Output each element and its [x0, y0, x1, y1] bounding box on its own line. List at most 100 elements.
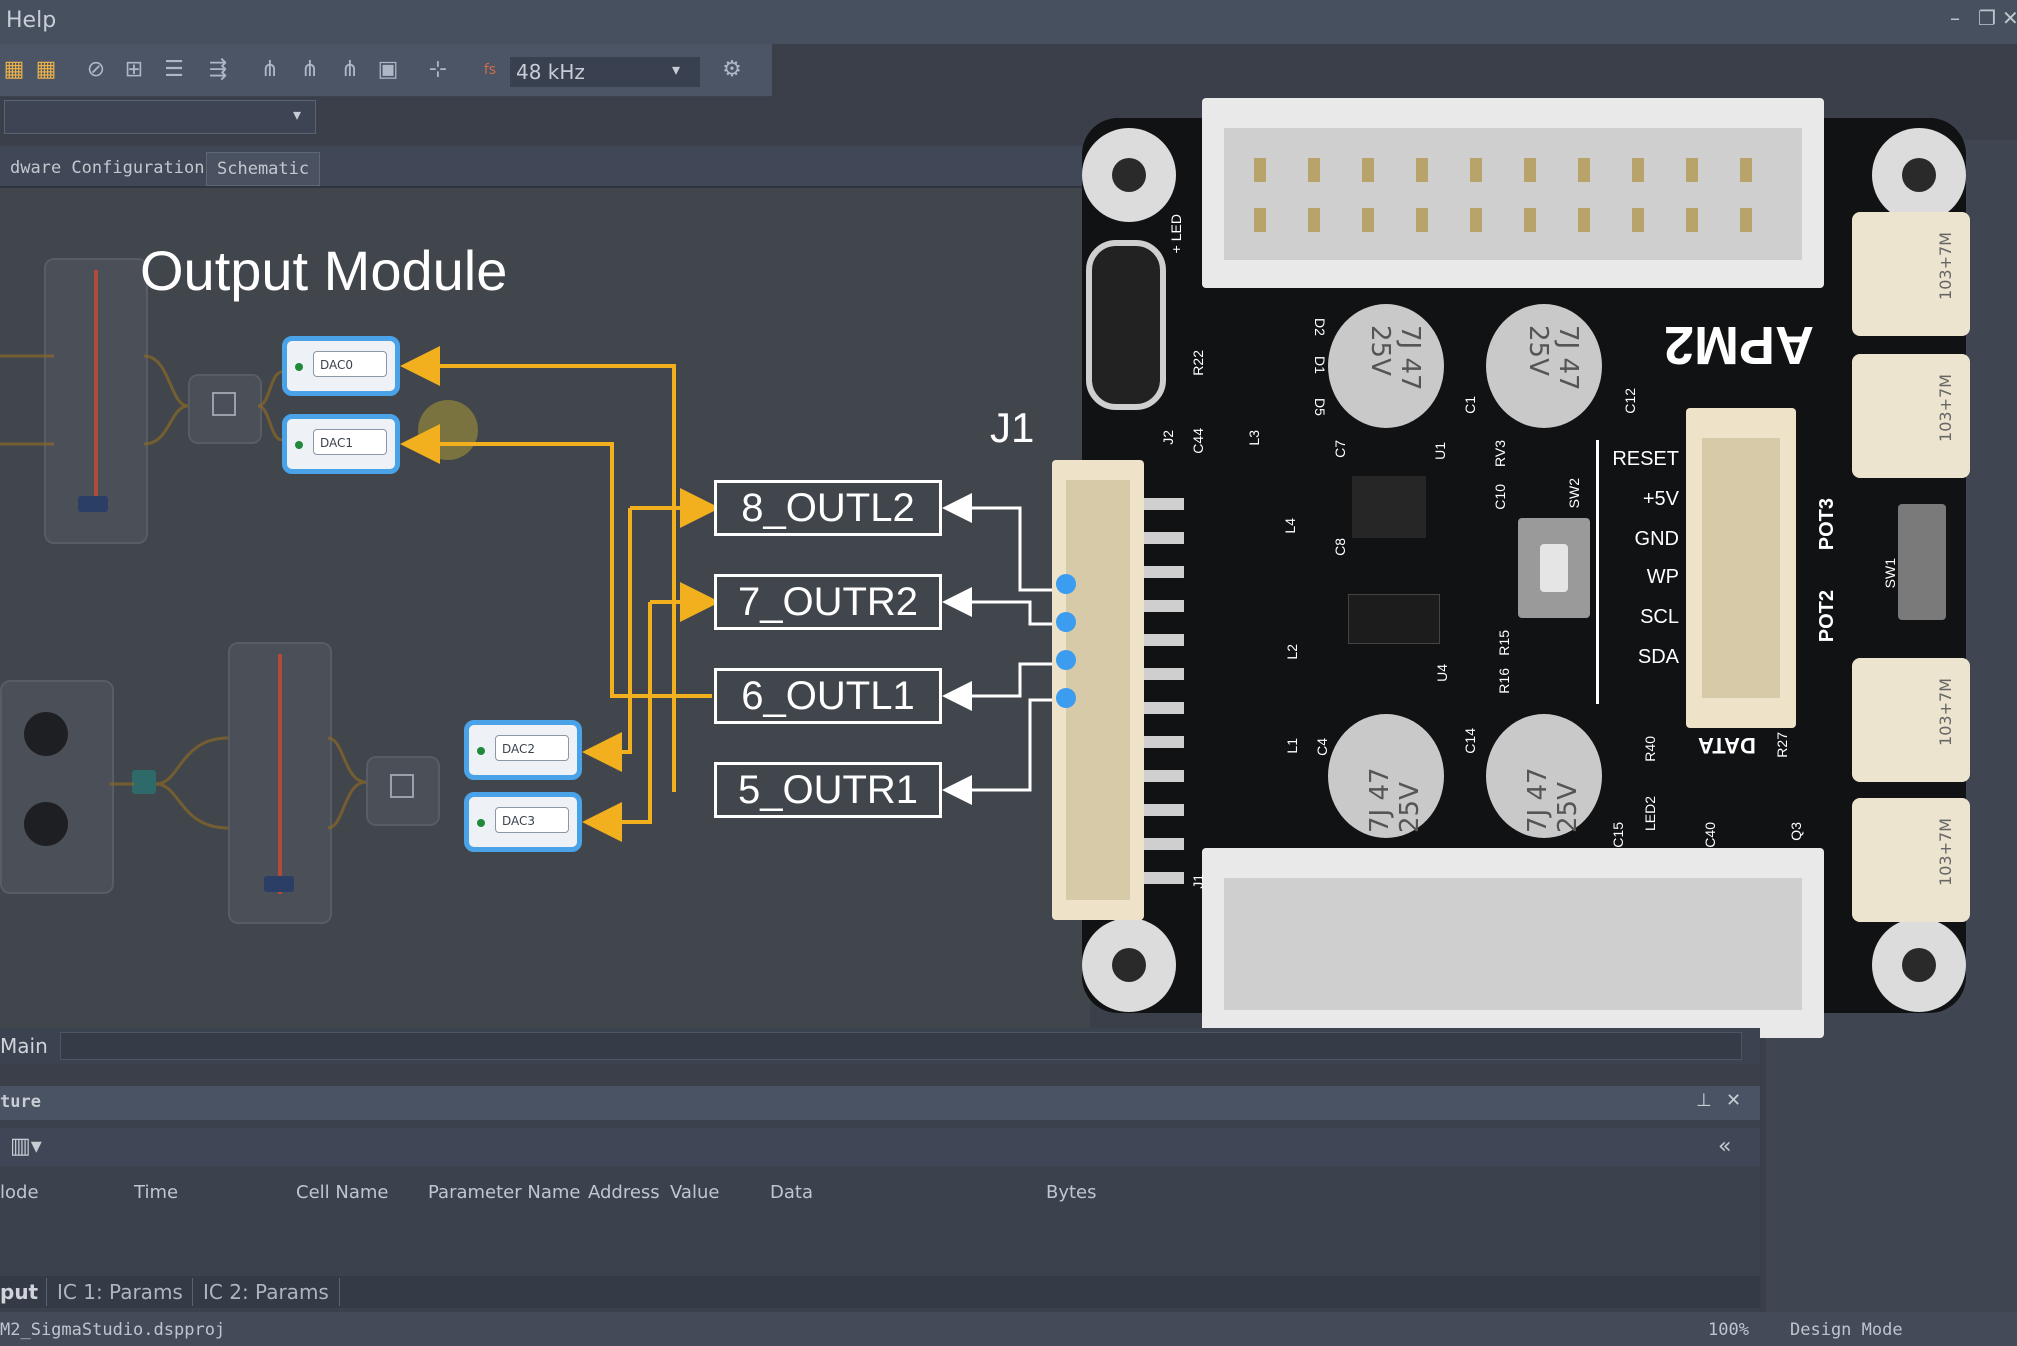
chevron-down-icon: ▾	[293, 105, 302, 124]
link-icon[interactable]: ⊘	[86, 57, 106, 82]
dac1-block[interactable]: DAC1	[282, 414, 400, 474]
main-tab-strip: Main	[0, 1028, 1760, 1064]
grid-icon[interactable]: ▦	[3, 57, 25, 82]
bottom-header-connector	[1202, 848, 1824, 1038]
volume-slider-module[interactable]	[228, 642, 332, 924]
knob-icon[interactable]	[24, 712, 68, 756]
link-compile-icon[interactable]: ⋔	[260, 57, 280, 82]
column-header-data[interactable]: Data	[770, 1182, 813, 1203]
potentiometer: 103+7M	[1852, 798, 1970, 922]
pot2-label: POT2	[1816, 590, 1838, 643]
document-tabs: dware Configuration Schematic	[0, 146, 1100, 188]
dac3-block[interactable]: DAC3	[464, 792, 582, 852]
column-header-time[interactable]: Time	[134, 1182, 179, 1203]
ic-select[interactable]: ▾	[4, 100, 316, 134]
upload-icon[interactable]: ⋔	[340, 57, 360, 82]
potentiometer: 103+7M	[1852, 354, 1970, 478]
stack-icon[interactable]: ☰	[164, 57, 184, 82]
compile-icon[interactable]: ⇶	[208, 57, 228, 82]
sample-rate-select[interactable]: 48 kHz	[510, 57, 700, 87]
sample-rate-value: 48 kHz	[516, 60, 585, 84]
pin-dot	[1056, 688, 1076, 708]
column-header-parameter-name[interactable]: Parameter Name	[428, 1182, 581, 1203]
splitter-block[interactable]	[132, 770, 156, 794]
layout-icon[interactable]: ⊞	[124, 57, 144, 82]
chevron-down-icon[interactable]: ▾	[672, 60, 681, 79]
volume-slider-module[interactable]	[44, 258, 148, 544]
slider-thumb[interactable]	[78, 496, 108, 512]
columns-icon[interactable]: ▥▾	[10, 1134, 42, 1159]
minimize-icon[interactable]: –	[1950, 6, 1960, 30]
download-icon[interactable]: ⋔	[300, 57, 320, 82]
potentiometer: 103+7M	[1852, 658, 1970, 782]
settings-icon[interactable]: ⚙	[722, 57, 742, 82]
apm2-board: + LED APM2 7J 47 25V 7J 47 25V 7J 47 25V…	[1052, 98, 1970, 1038]
page-title: Output Module	[140, 239, 508, 302]
mounting-hole	[1082, 918, 1176, 1012]
horizontal-scrollbar[interactable]	[60, 1032, 1742, 1060]
data-label: DATA	[1698, 733, 1756, 758]
pot3-label: POT3	[1816, 498, 1838, 551]
knob-module[interactable]	[0, 680, 114, 894]
status-file: M2_SigmaStudio.dspproj	[0, 1320, 226, 1340]
tab-output[interactable]: put	[0, 1280, 39, 1304]
top-header-connector	[1202, 98, 1824, 288]
knob-icon[interactable]	[24, 802, 68, 846]
mute-block[interactable]	[188, 374, 262, 444]
dac3-select[interactable]: DAC3	[495, 807, 569, 833]
tab-ic1-params[interactable]: IC 1: Params	[46, 1278, 193, 1306]
capture-panel-header: ture ⊥ ✕	[0, 1086, 1760, 1120]
pin-dot	[1056, 612, 1076, 632]
input-pin[interactable]	[477, 819, 485, 827]
tab-main[interactable]: Main	[0, 1034, 48, 1058]
column-header-cell-name[interactable]: Cell Name	[296, 1182, 389, 1203]
input-pin[interactable]	[477, 747, 485, 755]
hierarchy-icon[interactable]: ⊹	[428, 57, 448, 82]
input-pin[interactable]	[295, 441, 303, 449]
close-icon[interactable]: ✕	[2002, 6, 2017, 30]
tab-hardware-configuration[interactable]: dware Configuration	[10, 158, 205, 178]
output-label-8-outl2[interactable]: 8_OUTL2	[714, 480, 942, 536]
save-icon[interactable]: ▣	[377, 57, 399, 82]
pin-label-5v: +5V	[1642, 488, 1679, 510]
pin-dot	[1056, 574, 1076, 594]
status-bar: M2_SigmaStudio.dspproj 100% Design Mode	[0, 1312, 2017, 1346]
slider-thumb[interactable]	[264, 876, 294, 892]
dac2-block[interactable]: DAC2	[464, 720, 582, 780]
output-label-5-outr1[interactable]: 5_OUTR1	[714, 762, 942, 818]
tab-ic2-params[interactable]: IC 2: Params	[192, 1278, 340, 1306]
ic-chip	[1348, 594, 1440, 644]
mute-icon	[390, 774, 414, 798]
capacitor: 7J 47 25V	[1328, 304, 1444, 428]
output-wires	[400, 346, 1100, 842]
mute-icon	[212, 392, 236, 416]
dac2-select[interactable]: DAC2	[495, 735, 569, 761]
board-name: APM2	[1664, 315, 1815, 375]
input-pin[interactable]	[295, 363, 303, 371]
column-header-value[interactable]: Value	[670, 1182, 720, 1203]
column-header-address[interactable]: Address	[588, 1182, 660, 1203]
column-header-mode[interactable]: lode	[0, 1182, 39, 1203]
tab-schematic[interactable]: Schematic	[206, 152, 321, 186]
grid-select-icon[interactable]: ▦	[35, 57, 57, 82]
output-label-6-outl1[interactable]: 6_OUTL1	[714, 668, 942, 724]
dac1-select[interactable]: DAC1	[313, 429, 387, 455]
dac0-select[interactable]: DAC0	[313, 351, 387, 377]
column-header-bytes[interactable]: Bytes	[1046, 1182, 1097, 1203]
pin-icon[interactable]: ⊥	[1696, 1090, 1712, 1111]
capture-toolbar: ▥▾ «	[0, 1128, 1760, 1166]
dac0-block[interactable]: DAC0	[282, 336, 400, 396]
capacitor: 7J 47 25V	[1486, 304, 1602, 428]
mute-block[interactable]	[366, 756, 440, 826]
fs-icon: fs	[483, 62, 497, 78]
slide-switch	[1898, 504, 1946, 620]
menu-help[interactable]: Help	[6, 8, 57, 33]
restore-icon[interactable]: ❐	[1978, 6, 1996, 30]
slider-track	[94, 270, 98, 510]
output-label-7-outr2[interactable]: 7_OUTR2	[714, 574, 942, 630]
pin-label-wp: WP	[1646, 566, 1679, 588]
slider-track	[278, 654, 282, 894]
collapse-icon[interactable]: «	[1718, 1134, 1732, 1159]
mounting-hole	[1872, 918, 1966, 1012]
close-icon[interactable]: ✕	[1726, 1090, 1742, 1111]
